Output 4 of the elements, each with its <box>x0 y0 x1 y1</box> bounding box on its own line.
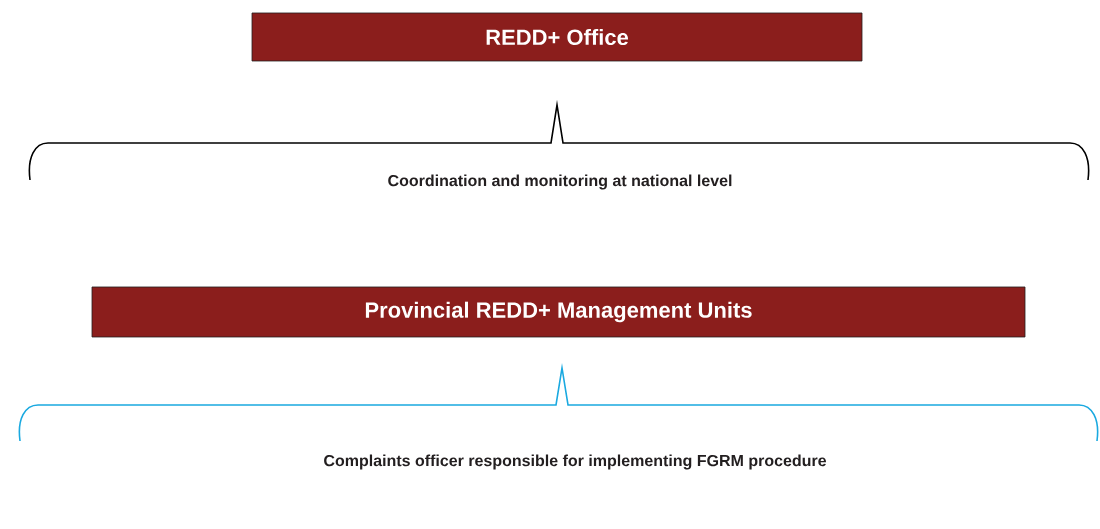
bracket-caption: Complaints officer responsible for implementing FGRM procedure <box>324 454 827 470</box>
title-box: Provincial REDD+ Management Units <box>91 286 1026 338</box>
title-box: REDD+ Office <box>251 12 863 62</box>
bracket-caption: Coordination and monitoring at national level <box>388 174 732 190</box>
